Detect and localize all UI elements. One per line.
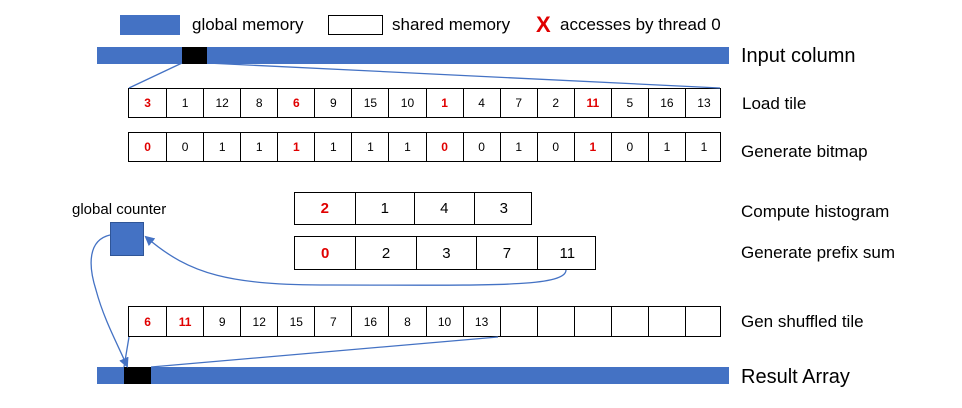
input-access-block [182,47,207,64]
tile-cell: 7 [499,89,537,117]
tile-cell: 1 [425,89,463,117]
legend-x-icon: X [536,12,551,37]
histogram-cell: 2 [320,200,329,217]
bitmap-cell: 1 [314,133,351,161]
tile-cell: 10 [388,89,425,117]
shuffled-cell [647,307,685,336]
shuffled-cell: 15 [277,307,314,336]
tile-cell: 15 [351,89,388,117]
prefix-sum-cell: 7 [476,237,536,269]
legend-shared-memory-label: shared memory [392,15,511,34]
shuffle-store-line-right [150,336,499,368]
tile-cell: 3 [144,96,151,110]
global-counter-label: global counter [72,201,167,218]
bitmap-cell: 1 [203,133,240,161]
shuffled-cell: 7 [314,307,351,336]
tile-cell: 13 [684,89,722,117]
shuffled-cell: 6 [144,314,151,329]
compute-histogram-label: Compute histogram [741,202,890,221]
shuffled-cell [499,307,537,336]
legend-access-label: accesses by thread 0 [560,15,721,34]
tile-cell: 6 [277,89,314,117]
histogram-cell: 3 [473,193,534,224]
legend-shared-memory-swatch [328,15,383,35]
prefix-to-counter-arrow [144,235,567,286]
shuffled-cell: 11 [166,307,203,336]
bitmap-cell: 0 [462,133,500,161]
tile-cell: 9 [314,89,351,117]
input-column-bar [97,47,729,64]
bitmap-cell: 0 [536,133,574,161]
gen-shuffled-tile-label: Gen shuffled tile [741,312,864,331]
input-column-label: Input column [741,45,856,67]
shuffled-cell: 10 [425,307,463,336]
shuffled-cell [684,307,722,336]
shuffled-cell [610,307,648,336]
bitmap-cell: 1 [351,133,388,161]
load-tile-label: Load tile [742,94,807,113]
bitmap-cell: 1 [573,133,611,161]
bitmap-cell: 1 [277,133,314,161]
tile-cell: 8 [240,89,277,117]
tile-cell: 1 [166,89,203,117]
generate-bitmap-label: Generate bitmap [741,142,868,161]
legend-global-memory-label: global memory [192,15,304,34]
tile-cell: 5 [610,89,648,117]
bitmap-cell: 1 [388,133,425,161]
tile-load-line-left [128,62,183,89]
bitmap-cell: 0 [425,133,463,161]
tile-cell: 12 [203,89,240,117]
prefix-sum-cell: 3 [415,237,476,269]
tile-cell: 2 [536,89,574,117]
legend-global-memory-swatch [120,15,180,35]
bitmap-cell: 0 [144,140,151,154]
bitmap-cell: 1 [684,133,722,161]
result-array-label: Result Array [741,366,850,388]
shuffled-cell: 9 [203,307,240,336]
prefix-sum-cell: 11 [536,237,597,269]
shuffled-cell: 8 [388,307,425,336]
prefix-sum-cell: 0 [321,244,330,262]
tile-cell: 11 [573,89,611,117]
prefix-sum-cell: 2 [355,237,415,269]
result-access-block [124,367,151,384]
bitmap-cell: 0 [610,133,648,161]
tile-load-line-right [206,62,721,89]
histogram-cell: 4 [414,193,474,224]
shuffled-cell [536,307,574,336]
tile-cell: 16 [647,89,685,117]
counter-to-result-arrow [90,234,129,368]
bitmap-cell: 1 [499,133,537,161]
shuffle-store-line-left [123,336,130,368]
bitmap-cell: 1 [240,133,277,161]
generate-prefix-sum-label: Generate prefix sum [741,243,896,262]
shuffled-cell: 16 [351,307,388,336]
global-counter-box [110,222,144,256]
shuffled-cell [573,307,611,336]
result-array-bar [97,367,729,384]
shuffled-cell: 13 [462,307,500,336]
bitmap-cell: 1 [647,133,685,161]
histogram-cell: 1 [354,193,415,224]
shuffled-cell: 12 [240,307,277,336]
tile-cell: 4 [462,89,500,117]
bitmap-cell: 0 [166,133,203,161]
